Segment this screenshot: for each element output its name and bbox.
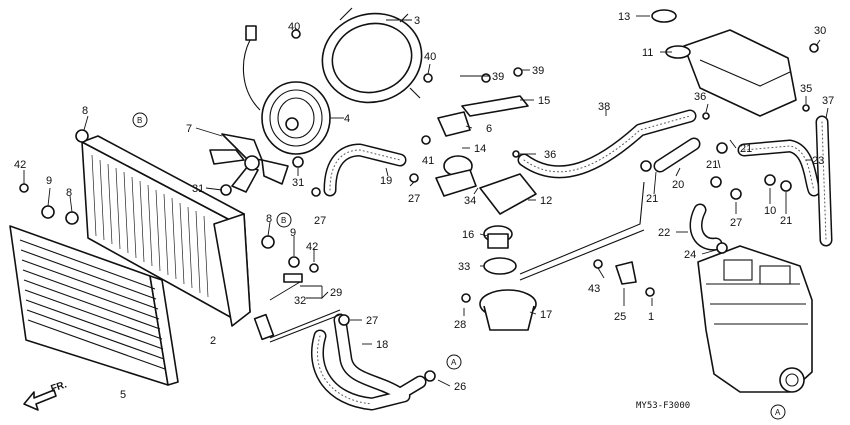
callout-10: 10 (764, 205, 776, 217)
callout-38: 38 (598, 101, 610, 113)
reserve-tank (651, 9, 797, 117)
fan-shroud (321, 7, 423, 104)
callout-39a: 39 (492, 71, 504, 83)
callout-31b: 31 (292, 177, 304, 189)
callout-9a: 9 (46, 175, 52, 187)
ref-marker-b-bottom: B (281, 216, 286, 225)
callout-36b: 36 (694, 91, 706, 103)
callout-28: 28 (454, 319, 466, 331)
radiator-core (81, 135, 275, 341)
callout-21b: 21 (740, 143, 752, 155)
callout-36a: 36 (544, 149, 556, 161)
callout-39b: 39 (532, 65, 544, 77)
hoses (269, 109, 833, 411)
callout-27a: 27 (314, 215, 326, 227)
callout-43: 43 (588, 283, 600, 295)
callout-20: 20 (672, 179, 684, 191)
callout-24: 24 (684, 249, 696, 261)
callout-27b: 27 (408, 193, 420, 205)
leader-lines (23, 15, 829, 387)
callout-11: 11 (642, 47, 653, 59)
callout-14: 14 (474, 143, 486, 155)
diagram-code: MY53-F3000 (636, 401, 690, 411)
callout-33: 33 (458, 261, 470, 273)
ref-marker-a-left: A (451, 358, 457, 367)
fan-motor (242, 25, 331, 155)
callout-8c: 8 (266, 213, 272, 225)
callout-42b: 42 (306, 241, 318, 253)
callout-25: 25 (614, 311, 626, 323)
callout-3: 3 (414, 15, 420, 27)
callout-23: 23 (812, 155, 824, 167)
callout-31a: 31 (192, 183, 204, 195)
callout-17: 17 (540, 309, 552, 321)
callout-15: 15 (538, 95, 550, 107)
callout-5: 5 (120, 389, 126, 401)
front-direction-arrow: FR. (23, 379, 69, 411)
fittings (19, 29, 819, 382)
callout-27c: 27 (366, 315, 378, 327)
ref-marker-a-right: A (775, 408, 781, 417)
callout-41: 41 (422, 155, 434, 167)
callout-1: 1 (648, 311, 654, 323)
callout-27d: 27 (730, 217, 742, 229)
callout-21d: 21 (780, 215, 792, 227)
callout-37: 37 (822, 95, 834, 107)
callout-40a: 40 (288, 21, 300, 33)
callout-42a: 42 (14, 159, 26, 171)
fan-blade (209, 133, 289, 193)
radiator-grille (9, 225, 179, 386)
callout-16: 16 (462, 229, 474, 241)
callout-4: 4 (344, 113, 350, 125)
callout-2: 2 (210, 335, 216, 347)
thermostat-housing (435, 95, 537, 331)
callout-30: 30 (814, 25, 826, 37)
callout-21a: 21 (646, 193, 658, 205)
callout-9b: 9 (290, 227, 296, 239)
callout-32: 32 (294, 295, 306, 307)
callouts: 1 2 3 4 5 6 7 8 8 8 9 9 10 11 12 13 14 1… (14, 11, 834, 401)
callout-40b: 40 (424, 51, 436, 63)
callout-34: 34 (464, 195, 476, 207)
callout-22: 22 (658, 227, 670, 239)
callout-8b: 8 (66, 187, 72, 199)
callout-12: 12 (540, 195, 552, 207)
ref-marker-b-top: B (137, 116, 142, 125)
callout-26: 26 (454, 381, 466, 393)
reference-markers: B B A A (132, 112, 786, 420)
callout-7: 7 (186, 123, 192, 135)
callout-8a: 8 (82, 105, 88, 117)
callout-13: 13 (618, 11, 630, 23)
callout-18: 18 (376, 339, 388, 351)
callout-35: 35 (800, 83, 812, 95)
direction-label: FR. (50, 379, 69, 395)
callout-19: 19 (380, 175, 392, 187)
engine (697, 245, 813, 393)
callout-6: 6 (486, 123, 492, 135)
callout-29: 29 (330, 287, 342, 299)
callout-21c: 21 (706, 159, 718, 171)
